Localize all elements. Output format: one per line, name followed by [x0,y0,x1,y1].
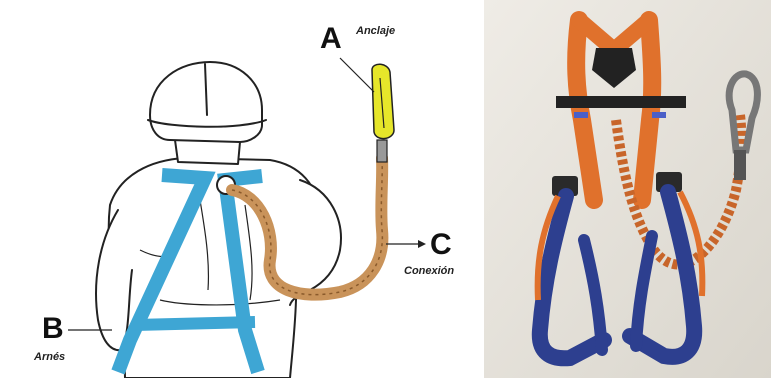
anchor-hook-icon [372,64,394,162]
label-caption-conexion: Conexión [404,266,454,277]
label-letter-a: A [320,24,342,54]
label-caption-anclaje: Anclaje [356,26,395,37]
label-letter-c: C [430,230,452,260]
harness-photo [484,0,771,378]
label-letter-b: B [42,314,64,344]
harness-diagram: A Anclaje C Conexión B Arnés [0,0,478,378]
worker-illustration [0,0,478,378]
label-caption-arnes: Arnés [34,352,65,363]
